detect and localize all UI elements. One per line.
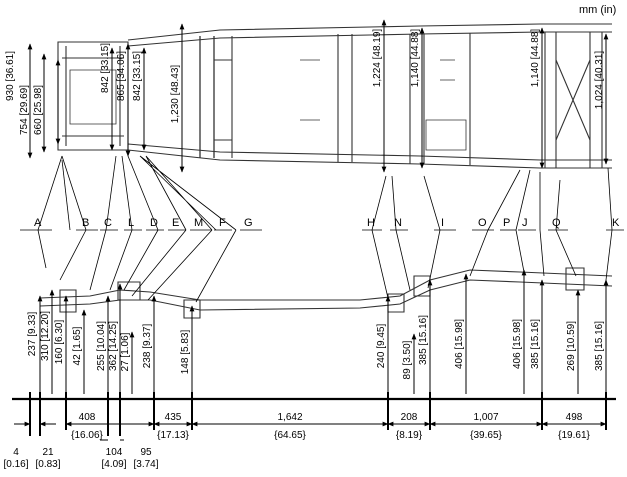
- letter-Q: Q: [552, 217, 561, 229]
- height-dim-4: 255 [10.04]: [96, 321, 107, 371]
- letter-E: E: [172, 217, 179, 229]
- frame-side-view: [39, 267, 613, 319]
- height-dim-6: 27 [1.06]: [120, 332, 131, 371]
- height-dim-8: 148 [5.83]: [180, 330, 191, 375]
- letter-B: B: [82, 217, 89, 229]
- point-letters: A B C L D E M F G H N I O P J Q K: [34, 217, 620, 229]
- height-dim-7: 238 [9.37]: [142, 324, 153, 369]
- height-dimension-labels: 237 [9.33] 310 [12.20] 160 [6.30] 42 [1.…: [27, 311, 605, 380]
- height-dim-16: 385 [15.16]: [594, 321, 605, 371]
- letter-P: P: [503, 217, 510, 229]
- height-dim-14: 385 [15.16]: [530, 319, 541, 369]
- top-dim-6: 1,230 [48.43]: [170, 65, 181, 124]
- span-dim-2-mm: 1,642: [277, 412, 302, 423]
- span-dimension-labels: 408 {16.06} 435 {17.13} 1,642 {64.65} 20…: [71, 412, 590, 441]
- height-dim-1: 310 [12.20]: [40, 311, 51, 361]
- unit-label: mm (in): [579, 4, 616, 16]
- top-dim-4: 865 [34.06]: [116, 51, 127, 101]
- height-dim-11: 385 [15.16]: [418, 315, 429, 365]
- letter-C: C: [104, 217, 112, 229]
- span-dim-2-in: {64.65}: [274, 430, 306, 441]
- letter-M: M: [194, 217, 203, 229]
- letter-K: K: [612, 217, 620, 229]
- letter-N: N: [394, 217, 402, 229]
- top-dimension-labels: 930 [36.61] 754 [29.69] 660 [25.98] 842 …: [5, 29, 605, 135]
- top-dim-1: 754 [29.69]: [19, 85, 30, 135]
- top-dimension-lines: [27, 19, 609, 173]
- small-dim-2-in: [4.09]: [101, 459, 126, 470]
- height-dim-13: 406 [15.98]: [512, 319, 523, 369]
- height-dim-12: 406 [15.98]: [454, 319, 465, 369]
- letter-L: L: [128, 217, 134, 229]
- span-dimension-lines: [14, 421, 607, 441]
- height-dim-3: 42 [1.65]: [72, 326, 83, 365]
- top-dim-3: 842 [33.15]: [100, 43, 111, 93]
- height-dim-9: 240 [9.45]: [376, 324, 387, 369]
- letter-O: O: [478, 217, 487, 229]
- height-dimension-lines: [37, 269, 609, 394]
- span-dim-4-mm: 1,007: [473, 412, 498, 423]
- top-dim-9: 1,140 [44.88]: [530, 29, 541, 88]
- small-dimension-labels: 4 [0.16] 21 [0.83] 104 [4.09] 95 [3.74]: [3, 447, 158, 470]
- span-dim-5-mm: 498: [566, 412, 583, 423]
- top-dim-5: 842 [33.15]: [132, 51, 143, 101]
- height-dim-0: 237 [9.33]: [27, 312, 38, 357]
- top-dim-7: 1,224 [48.19]: [372, 29, 383, 88]
- span-dim-0-in: {16.06}: [71, 430, 103, 441]
- small-dim-0-mm: 4: [13, 447, 19, 458]
- top-dim-0: 930 [36.61]: [5, 51, 16, 101]
- span-dim-0-mm: 408: [79, 412, 96, 423]
- letter-G: G: [244, 217, 253, 229]
- small-dim-1-in: [0.83]: [35, 459, 60, 470]
- letter-F: F: [219, 217, 226, 229]
- letter-J: J: [522, 217, 528, 229]
- height-dim-5: 362 [14.25]: [108, 321, 119, 371]
- small-dim-0-in: [0.16]: [3, 459, 28, 470]
- span-dim-1-mm: 435: [165, 412, 182, 423]
- top-dim-8: 1,140 [44.88]: [410, 29, 421, 88]
- top-dim-2: 660 [25.98]: [33, 85, 44, 135]
- span-dim-3-in: {8.19}: [396, 430, 423, 441]
- leader-lines: [37, 155, 613, 303]
- span-dim-5-in: {19.61}: [558, 430, 590, 441]
- height-dim-10: 89 [3.50]: [402, 340, 413, 379]
- span-dim-3-mm: 208: [401, 412, 418, 423]
- height-dim-15: 269 [10.59]: [566, 321, 577, 371]
- letter-H: H: [367, 217, 375, 229]
- small-dim-1-mm: 21: [42, 447, 54, 458]
- small-dim-3-mm: 95: [140, 447, 152, 458]
- letter-D: D: [150, 217, 158, 229]
- letter-I: I: [441, 217, 444, 229]
- span-dim-4-in: {39.65}: [470, 430, 502, 441]
- letter-A: A: [34, 217, 42, 229]
- top-dim-10: 1,024 [40.31]: [594, 51, 605, 110]
- small-dim-2-mm: 104: [106, 447, 123, 458]
- span-dim-1-in: {17.13}: [157, 430, 189, 441]
- small-dim-3-in: [3.74]: [133, 459, 158, 470]
- height-dim-2: 160 [6.30]: [54, 320, 65, 365]
